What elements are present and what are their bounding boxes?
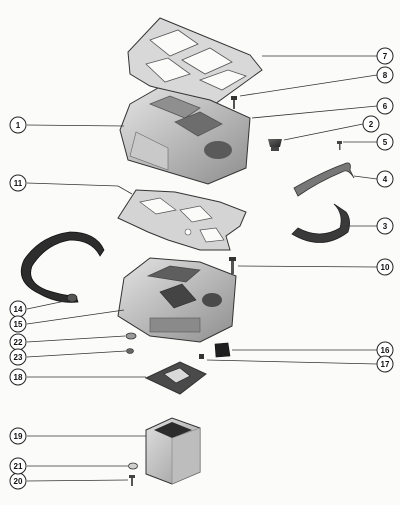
svg-text:16: 16	[381, 346, 390, 355]
fitting-part	[199, 354, 204, 359]
small-screw-part	[129, 475, 135, 486]
leader-lines	[26, 55, 378, 482]
svg-text:1: 1	[16, 121, 21, 130]
nut-part	[126, 348, 134, 354]
callout-5: 5	[376, 133, 394, 151]
callout-23: 23	[9, 348, 27, 366]
long-bolt-part	[229, 257, 236, 274]
callout-21: 21	[9, 457, 27, 475]
svg-text:17: 17	[381, 360, 390, 369]
svg-text:14: 14	[14, 305, 23, 314]
lower-housing-part	[117, 257, 237, 343]
screw-part	[337, 141, 342, 150]
svg-text:4: 4	[383, 175, 388, 184]
callout-20: 20	[9, 472, 27, 490]
cap-part	[214, 342, 231, 358]
callout-10: 10	[376, 258, 394, 276]
callout-15: 15	[9, 315, 27, 333]
svg-text:10: 10	[381, 263, 390, 272]
svg-text:3: 3	[383, 222, 388, 231]
svg-text:22: 22	[14, 338, 23, 347]
svg-text:5: 5	[383, 138, 388, 147]
callout-18: 18	[9, 368, 27, 386]
hose-part	[20, 231, 105, 303]
svg-text:15: 15	[14, 320, 23, 329]
dark-seal-part	[291, 203, 350, 243]
adapter-plate-part	[144, 361, 207, 395]
svg-text:8: 8	[383, 71, 388, 80]
callout-3: 3	[376, 217, 394, 235]
callout-22: 22	[9, 333, 27, 351]
callout-2: 2	[362, 115, 380, 133]
callout-7: 7	[376, 47, 394, 65]
bolt-part	[231, 96, 237, 109]
svg-text:21: 21	[14, 462, 23, 471]
svg-text:2: 2	[369, 120, 374, 129]
washer-part	[128, 462, 138, 470]
callout-6: 6	[376, 97, 394, 115]
callout-8: 8	[376, 66, 394, 84]
hose-end-part	[66, 293, 78, 303]
tube-part	[145, 417, 201, 485]
plug-part	[268, 139, 282, 151]
svg-text:20: 20	[14, 477, 23, 486]
callout-14: 14	[9, 300, 27, 318]
callout-11: 11	[9, 174, 27, 192]
gasket-middle-part	[117, 189, 247, 251]
seal-strip-part	[293, 162, 355, 197]
ring-part	[125, 332, 137, 340]
callout-1: 1	[9, 116, 27, 134]
upper-housing-part	[119, 87, 251, 185]
svg-text:23: 23	[14, 353, 23, 362]
callout-4: 4	[376, 170, 394, 188]
callout-17: 17	[376, 355, 394, 373]
svg-text:11: 11	[14, 179, 23, 188]
gasket-top-part	[127, 17, 263, 105]
svg-text:19: 19	[14, 432, 23, 441]
callout-19: 19	[9, 427, 27, 445]
svg-text:6: 6	[383, 102, 388, 111]
svg-text:18: 18	[14, 373, 23, 382]
svg-text:7: 7	[383, 52, 388, 61]
